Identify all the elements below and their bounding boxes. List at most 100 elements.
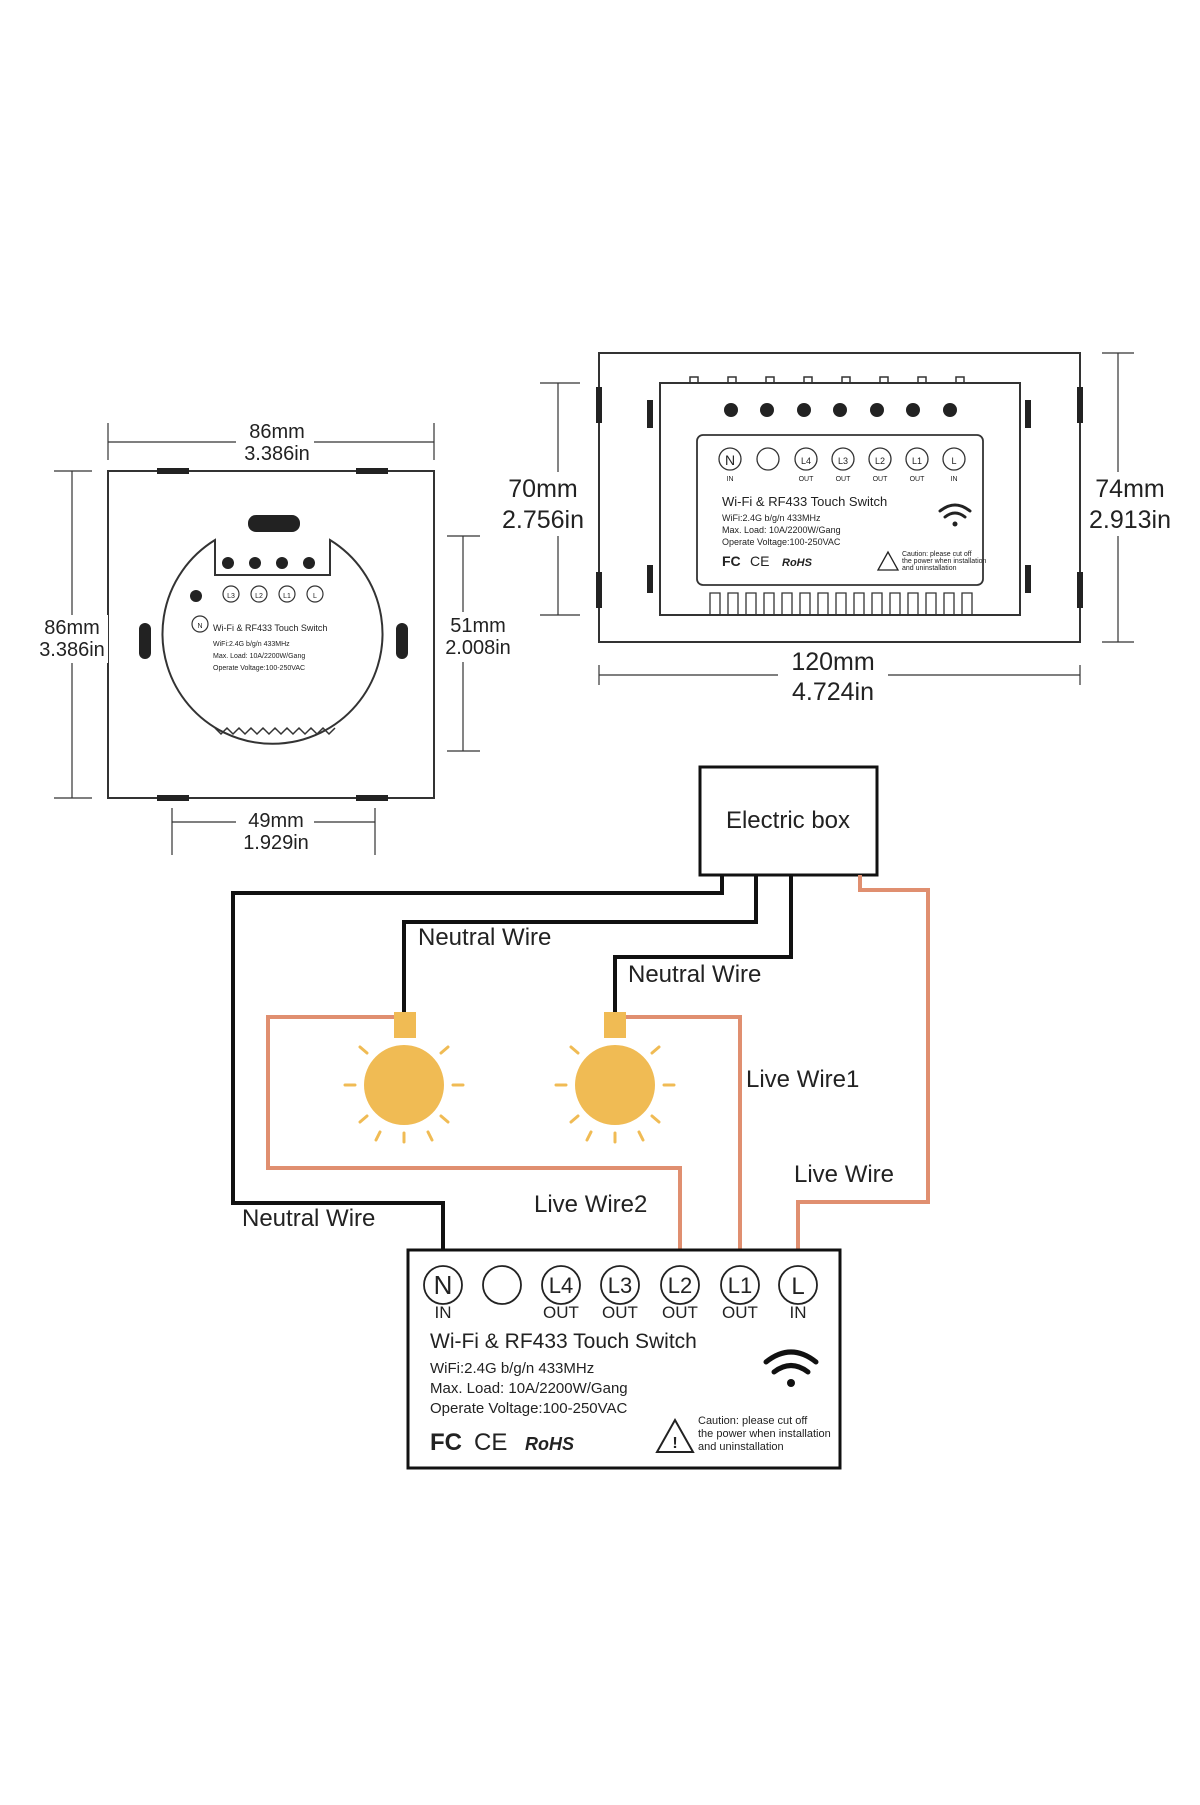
rect-inner-height-mm: 70mm [508, 475, 577, 503]
neutral-wire-bulb1-path [402, 875, 758, 1012]
switch-terminals: N IN L4 OUT L3 OUT L2 OUT L1 OUT L IN [434, 1270, 807, 1322]
dim-mask-left [36, 615, 108, 663]
bulb-2-globe [575, 1045, 655, 1125]
svg-text:L1: L1 [912, 456, 922, 466]
square-bottom-mm: 49mm [248, 810, 304, 832]
rect-switch-load: Max. Load: 10A/2200W/Gang [722, 525, 841, 535]
caution-line-3: and uninstallation [698, 1441, 784, 1453]
square-width-in: 3.386in [244, 443, 310, 465]
square-width-mm: 86mm [249, 421, 305, 443]
rect-wifi-icon [938, 503, 972, 527]
svg-text:L1: L1 [283, 593, 291, 600]
dim-mask-rect-left [493, 472, 593, 536]
rect-switch-title: Wi-Fi & RF433 Touch Switch [722, 494, 887, 509]
neutral-wire-bulb2-path [613, 875, 793, 1012]
bulb-2-rays [554, 1045, 676, 1144]
svg-text:IN: IN [727, 476, 734, 483]
terminal-n-sub: IN [435, 1303, 452, 1322]
switch-max-load: Max. Load: 10A/2200W/Gang [430, 1380, 628, 1397]
svg-text:L3: L3 [838, 456, 848, 466]
neutral-wire-switch-path [231, 875, 724, 1250]
rect-fc-mark: FC [722, 553, 741, 569]
switch-title: Wi-Fi & RF433 Touch Switch [430, 1330, 697, 1353]
rect-caution-3: and uninstallation [902, 565, 957, 572]
svg-text:N: N [197, 623, 202, 630]
terminal-l1-sub: OUT [722, 1303, 758, 1322]
bulb-2-base [604, 1012, 626, 1038]
electric-box-label: Electric box [726, 807, 850, 834]
live-wire1-label: Live Wire1 [746, 1066, 859, 1093]
live-wire-label: Live Wire [794, 1161, 894, 1188]
square-switch-labels: L3 L2 L1 L N Wi-Fi & RF433 Touch Switch … [197, 593, 327, 672]
live-wire-main [796, 875, 930, 1250]
square-module-in: 2.008in [445, 637, 511, 659]
live-wires [266, 875, 930, 1250]
switch-terminal-rings [423, 1265, 818, 1305]
neutral-wire-label-2: Neutral Wire [628, 961, 761, 988]
terminal-l2: L2 [668, 1273, 692, 1298]
svg-text:!: ! [672, 1435, 677, 1452]
terminal-n: N [434, 1270, 453, 1300]
svg-text:OUT: OUT [873, 476, 889, 483]
square-switch-load: Max. Load: 10A/2200W/Gang [213, 653, 305, 660]
bulb-1-globe [364, 1045, 444, 1125]
square-switch-wifi: WiFi:2.4G b/g/n 433MHz [213, 641, 290, 648]
terminal-l1: L1 [728, 1273, 752, 1298]
svg-text:N: N [725, 452, 735, 468]
rect-width-mm: 120mm [791, 648, 874, 676]
svg-text:OUT: OUT [836, 476, 852, 483]
neutral-wire-label-3: Neutral Wire [242, 1205, 375, 1232]
dim-mask-rect-bottom [778, 646, 888, 710]
rect-switch-labels: N L4 L3 L2 L1 L IN OUT OUT OUT OUT IN Wi… [722, 452, 987, 572]
terminal-l-sub: IN [790, 1303, 807, 1322]
square-height-in: 3.386in [39, 639, 105, 661]
ce-mark: CE [474, 1429, 507, 1456]
svg-text:OUT: OUT [910, 476, 926, 483]
svg-text:L2: L2 [875, 456, 885, 466]
svg-text:L: L [951, 456, 956, 466]
bulb-1-rays [343, 1045, 465, 1144]
svg-text:L2: L2 [255, 593, 263, 600]
rect-switch-back-view [596, 352, 1083, 643]
rect-ce-mark: CE [750, 553, 769, 569]
live-wire2-label: Live Wire2 [534, 1191, 647, 1218]
rect-switch-wifi: WiFi:2.4G b/g/n 433MHz [722, 513, 821, 523]
square-height-mm: 86mm [44, 617, 100, 639]
dim-mask-bottom [236, 808, 314, 858]
svg-text:L4: L4 [801, 456, 811, 466]
fc-mark: FC [430, 1429, 462, 1456]
square-dimension-lines [54, 423, 480, 855]
svg-text:OUT: OUT [799, 476, 815, 483]
dim-mask-rect-right [1082, 472, 1190, 536]
live-wire1-path [612, 1015, 742, 1250]
wifi-icon [763, 1349, 819, 1387]
electric-box [698, 765, 879, 877]
svg-text:L: L [313, 593, 317, 600]
rect-caution-1: Caution: please cut off [902, 551, 972, 558]
switch-voltage: Operate Voltage:100-250VAC [430, 1400, 628, 1417]
caution-line-2: the power when installation [698, 1428, 831, 1440]
warning-icon: ! [655, 1417, 695, 1453]
square-switch-back-view [107, 468, 435, 801]
svg-text:IN: IN [951, 476, 958, 483]
rohs-mark: RoHS [525, 1434, 574, 1454]
terminal-l: L [791, 1273, 804, 1300]
rect-height-mm: 74mm [1095, 475, 1164, 503]
square-module-mm: 51mm [450, 615, 506, 637]
neutral-wire-label-1: Neutral Wire [418, 924, 551, 951]
rect-inner-height-in: 2.756in [502, 506, 584, 534]
rect-warning-icon [876, 550, 900, 571]
dim-mask-right [438, 612, 518, 662]
terminal-l4: L4 [549, 1273, 573, 1298]
bulb-1-base [394, 1012, 416, 1038]
bulb-1 [343, 1012, 465, 1144]
rect-dimension-lines [540, 352, 1134, 685]
switch-wifi-spec: WiFi:2.4G b/g/n 433MHz [430, 1360, 594, 1377]
square-switch-voltage: Operate Voltage:100-250VAC [213, 665, 305, 672]
svg-text:L3: L3 [227, 593, 235, 600]
terminal-l3: L3 [608, 1273, 632, 1298]
caution-line-1: Caution: please cut off [698, 1415, 808, 1427]
rect-caution-2: the power when installation [902, 558, 987, 565]
